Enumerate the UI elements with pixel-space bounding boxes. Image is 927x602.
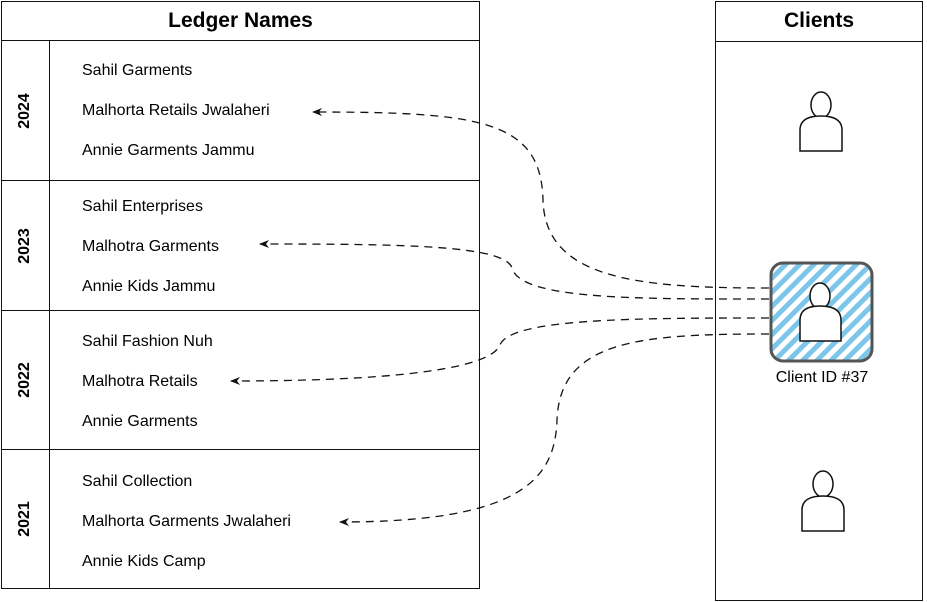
client-person-icon [799, 282, 842, 342]
ledger-item[interactable]: Malhorta Retails Jwalaheri [82, 102, 270, 119]
highlighted-client-node[interactable] [769, 261, 874, 363]
year-label-cell: 2022 [1, 311, 50, 449]
year-label-cell: 2023 [1, 181, 50, 310]
connector-2024 [312, 108, 770, 289]
year-group-2022: 2022 Sahil Fashion Nuh Malhotra Retails … [1, 311, 480, 450]
ledger-item[interactable]: Sahil Fashion Nuh [82, 333, 213, 350]
clients-title: Clients [715, 1, 923, 42]
year-label-cell: 2021 [1, 450, 50, 588]
connector-2022 [230, 317, 770, 385]
ledger-item[interactable]: Annie Garments Jammu [82, 142, 255, 159]
ledger-item[interactable]: Annie Kids Camp [82, 553, 206, 570]
ledger-names-title: Ledger Names [1, 1, 480, 41]
year-group-2024: 2024 Sahil Garments Malhorta Retails Jwa… [1, 41, 480, 181]
ledger-item[interactable]: Malhotra Garments [82, 238, 219, 255]
ledger-item[interactable]: Malhotra Retails [82, 373, 198, 390]
ledger-item[interactable]: Malhorta Garments Jwalaheri [82, 513, 291, 530]
ledger-item[interactable]: Sahil Collection [82, 473, 193, 490]
year-group-2021: 2021 Sahil Collection Malhorta Garments … [1, 450, 480, 589]
ledger-item[interactable]: Sahil Enterprises [82, 198, 203, 215]
ledger-item[interactable]: Annie Kids Jammu [82, 278, 216, 295]
ledger-item[interactable]: Annie Garments [82, 413, 198, 430]
year-label-cell: 2024 [1, 41, 50, 180]
clients-table [715, 1, 923, 601]
client-id-caption: Client ID #37 [775, 369, 869, 386]
year-group-2023: 2023 Sahil Enterprises Malhotra Garments… [1, 181, 480, 311]
client-person-icon[interactable] [801, 470, 845, 532]
connector-2023 [259, 240, 770, 300]
ledger-item[interactable]: Sahil Garments [82, 62, 193, 79]
client-person-icon[interactable] [799, 91, 843, 152]
connector-2021 [339, 333, 770, 526]
